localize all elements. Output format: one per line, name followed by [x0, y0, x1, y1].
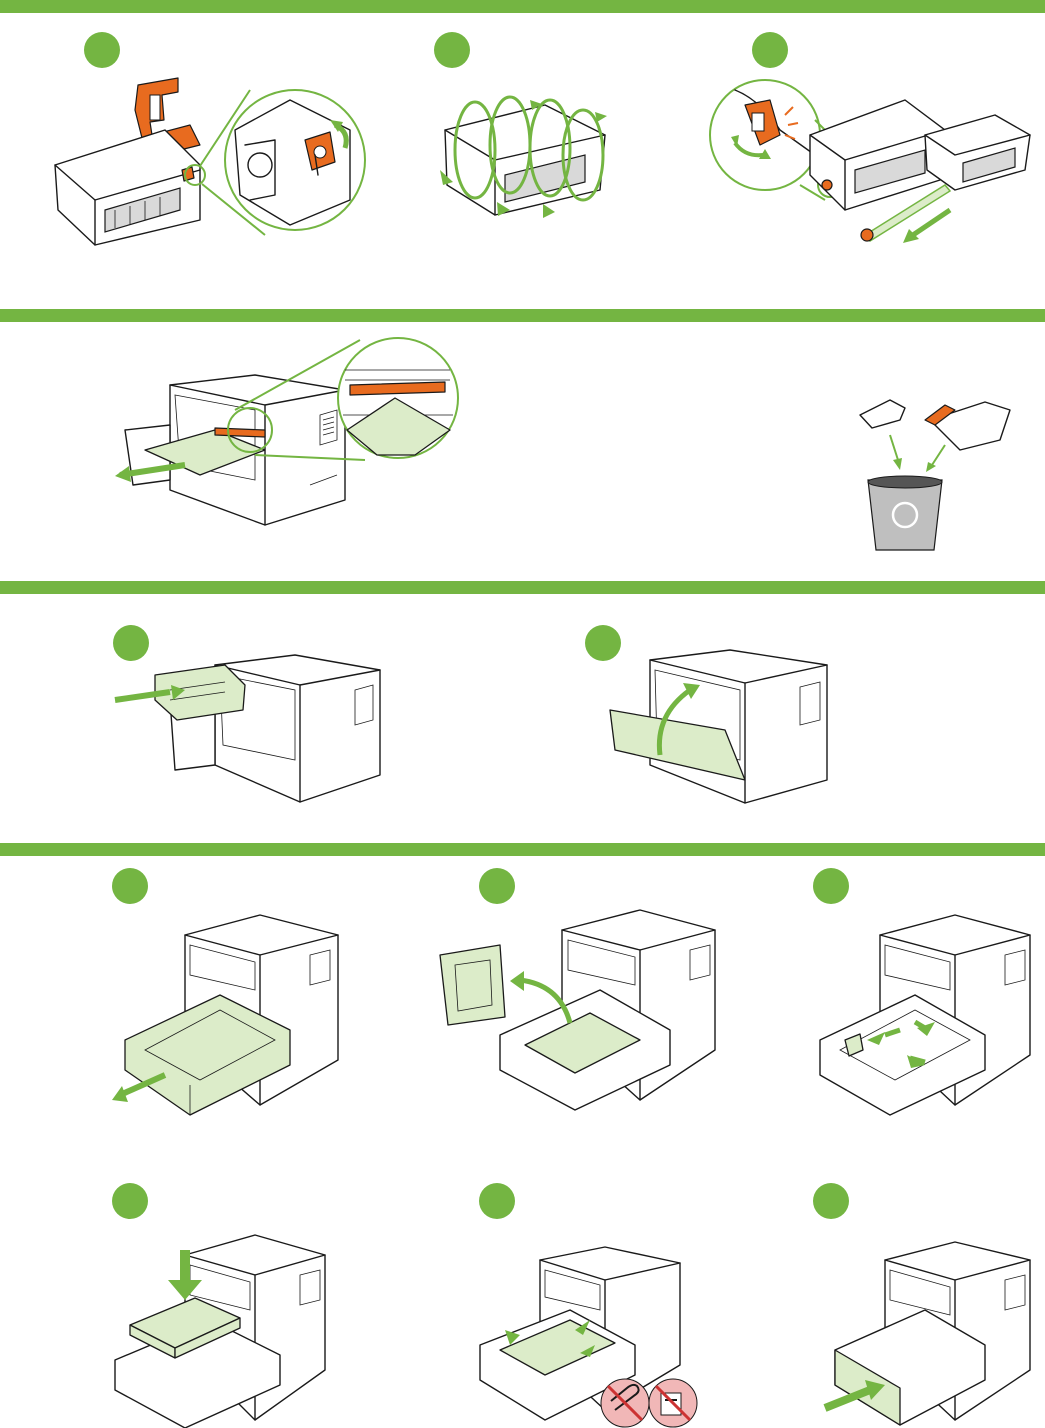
toner-cartridge-icon — [55, 130, 200, 245]
step-marker-4b — [479, 868, 515, 904]
zoom-detail-circle — [710, 80, 820, 190]
section-divider-2 — [0, 309, 1045, 322]
step-marker-1a — [84, 32, 120, 68]
adjust-guides-illustration — [815, 910, 1040, 1120]
insert-cartridge-into-printer-illustration — [115, 640, 385, 805]
step-marker-4a — [112, 868, 148, 904]
step-marker-1c — [752, 32, 788, 68]
section-divider-1 — [0, 0, 1045, 13]
step-marker-4f — [813, 1183, 849, 1219]
load-paper-illustration — [110, 1230, 335, 1428]
step-marker-4c — [813, 868, 849, 904]
no-paperclip-icon — [601, 1379, 649, 1427]
zoom-detail-circle — [225, 90, 365, 230]
check-paper-stack-illustration — [475, 1245, 725, 1428]
insert-cartridge-printer-illustration — [115, 330, 465, 530]
close-tray-illustration — [815, 1240, 1040, 1428]
recycle-bin-icon — [868, 476, 942, 550]
toner-cartridge-icon — [810, 100, 945, 210]
close-front-door-illustration — [595, 635, 835, 805]
rock-cartridge-illustration — [435, 90, 615, 220]
section-divider-3 — [0, 581, 1045, 594]
recycle-packaging-illustration — [850, 390, 1020, 555]
step-marker-1b — [434, 32, 470, 68]
open-tray-illustration — [110, 910, 350, 1125]
step-marker-4d — [112, 1183, 148, 1219]
section-divider-4 — [0, 843, 1045, 856]
remove-cardboard-illustration — [440, 905, 725, 1115]
pull-sealing-tape-illustration — [705, 75, 1035, 245]
no-staple-icon — [649, 1379, 697, 1427]
remove-shipping-lock-illustration — [50, 70, 360, 250]
zoom-detail-circle — [338, 338, 458, 458]
step-marker-4e — [479, 1183, 515, 1219]
